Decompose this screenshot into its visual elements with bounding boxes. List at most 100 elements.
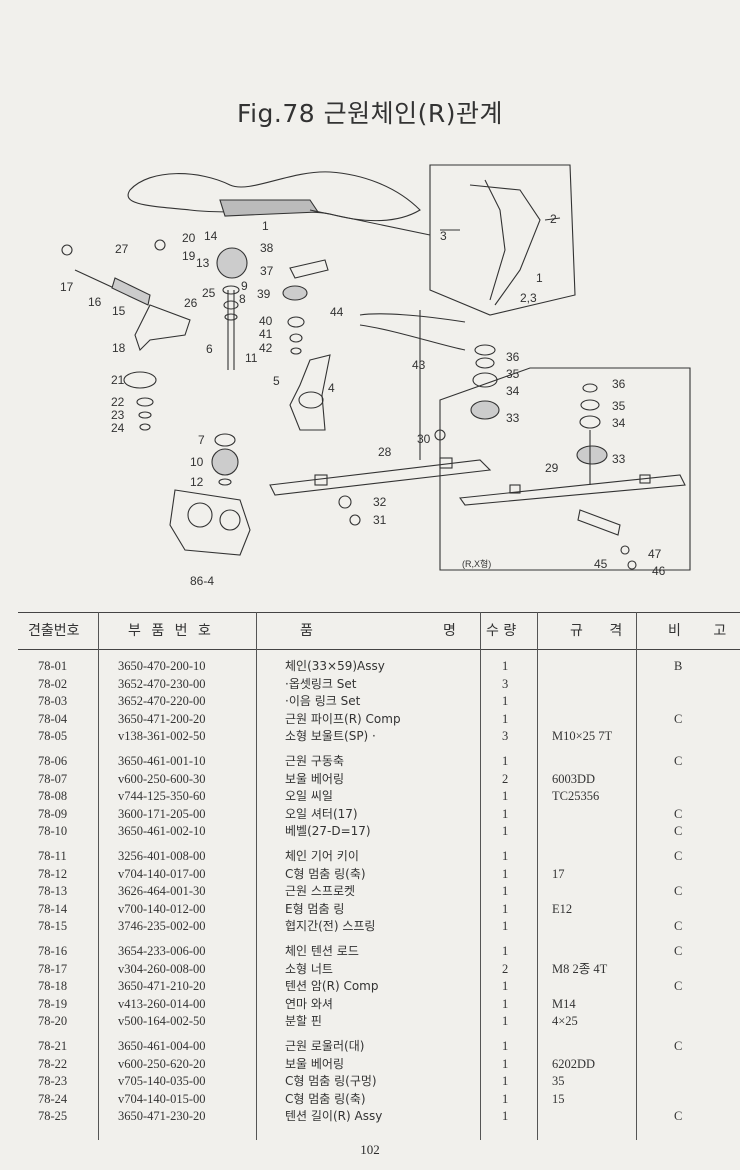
callout-30: 30	[417, 432, 431, 446]
cell-spec: E12	[552, 901, 573, 916]
cell-part: v138-361-002-50	[118, 729, 206, 744]
cell-spec: 6202DD	[552, 1056, 596, 1071]
header-part: 부 품 번 호	[128, 623, 211, 639]
column-divider	[537, 612, 538, 1140]
cell-qty: 1	[502, 996, 509, 1011]
cell-name: C형 멈춤 링(축)	[285, 1091, 366, 1106]
cell-name: 근원 구동축	[285, 754, 345, 768]
cell-name: 베벨(27-D=17)	[285, 824, 371, 839]
cell-no: 78-06	[38, 754, 68, 768]
cell-part: 3652-470-230-00	[118, 676, 206, 691]
cell-part: v600-250-600-30	[118, 771, 206, 786]
header-qty: 수 량	[486, 623, 517, 639]
cell-qty: 2	[502, 961, 509, 976]
cell-spec: M10×25 7T	[552, 729, 613, 744]
cell-name: 체인 텐션 로드	[285, 944, 359, 958]
header-no: 견출번호	[28, 623, 80, 639]
callout-25: 25	[202, 286, 216, 300]
callout-14: 14	[204, 229, 218, 243]
callout-34b: 34	[612, 416, 626, 430]
cell-part: 3746-235-002-00	[118, 919, 206, 934]
cell-no: 78-04	[38, 711, 68, 726]
cell-name: 연마 와셔	[285, 996, 333, 1011]
cell-no: 78-22	[38, 1056, 68, 1071]
cell-part: v704-140-015-00	[118, 1091, 206, 1106]
cell-part: 3652-470-220-00	[118, 694, 206, 709]
callout-39: 39	[257, 287, 271, 301]
callout-35: 35	[506, 367, 520, 381]
guide-rail-28	[269, 459, 492, 496]
cell-part: v704-140-017-00	[118, 866, 206, 881]
callout-35b: 35	[612, 399, 626, 413]
callout-41: 41	[259, 327, 273, 341]
cell-name: 협지간(전) 스프링	[285, 919, 376, 934]
cell-no: 78-03	[38, 694, 68, 709]
cell-qty: 1	[502, 866, 509, 881]
cell-spec: 4×25	[552, 1014, 578, 1029]
cell-spec: M8 2종 4T	[552, 961, 608, 976]
callout-13: 13	[196, 256, 210, 270]
gear-case-86-4	[169, 489, 251, 556]
callout-45: 45	[594, 557, 608, 571]
cell-qty: 1	[502, 754, 509, 768]
cell-note: C	[674, 849, 683, 863]
callout-21: 21	[111, 373, 125, 387]
cell-note: C	[674, 884, 683, 899]
cell-name: 근원 로울러(대)	[285, 1039, 365, 1053]
cell-qty: 1	[502, 659, 509, 673]
header-note: 비 고	[668, 623, 727, 639]
callout-27: 27	[115, 242, 129, 256]
cell-note: C	[674, 824, 683, 839]
cell-note: C	[674, 919, 683, 934]
callout-12: 12	[190, 475, 204, 489]
callout-5: 5	[273, 374, 280, 388]
cell-name: 소형 보울트(SP) ·	[285, 729, 376, 744]
cell-no: 78-05	[38, 729, 68, 744]
column-divider	[636, 612, 637, 1140]
cell-note: B	[674, 659, 683, 673]
sprocket-13	[216, 247, 248, 279]
cell-spec: 35	[552, 1074, 565, 1089]
callout-4: 4	[328, 381, 335, 395]
cell-part: 3650-471-200-20	[118, 711, 206, 726]
cell-no: 78-10	[38, 824, 68, 839]
cell-no: 78-08	[38, 789, 68, 804]
cell-part: v500-164-002-50	[118, 1014, 206, 1029]
callout-16: 16	[88, 295, 102, 309]
cell-qty: 1	[502, 1074, 509, 1089]
cell-qty: 1	[502, 849, 509, 863]
cell-part: 3650-470-200-10	[118, 659, 206, 673]
callout-17: 17	[60, 280, 74, 294]
cell-qty: 1	[502, 1014, 509, 1029]
cell-part: v700-140-012-00	[118, 901, 206, 916]
cell-note: C	[674, 754, 683, 768]
callout-47: 47	[648, 547, 662, 561]
chain-link-segment	[219, 199, 319, 217]
cell-qty: 1	[502, 901, 509, 916]
cell-spec: 6003DD	[552, 771, 596, 786]
cell-qty: 1	[502, 979, 509, 994]
cell-no: 78-25	[38, 1109, 68, 1124]
callout-10: 10	[190, 455, 204, 469]
callout-29: 29	[545, 461, 559, 475]
cell-part: 3650-461-004-00	[118, 1039, 206, 1053]
cell-qty: 1	[502, 884, 509, 899]
cell-part: v304-260-008-00	[118, 961, 206, 976]
callout-15: 15	[112, 304, 126, 318]
cell-name: 체인(33×59)Assy	[285, 659, 385, 673]
cell-no: 78-20	[38, 1014, 68, 1029]
cell-name: 보울 베어링	[285, 771, 345, 786]
cell-name: 오일 셔터(17)	[285, 806, 358, 821]
cell-qty: 1	[502, 1056, 509, 1071]
